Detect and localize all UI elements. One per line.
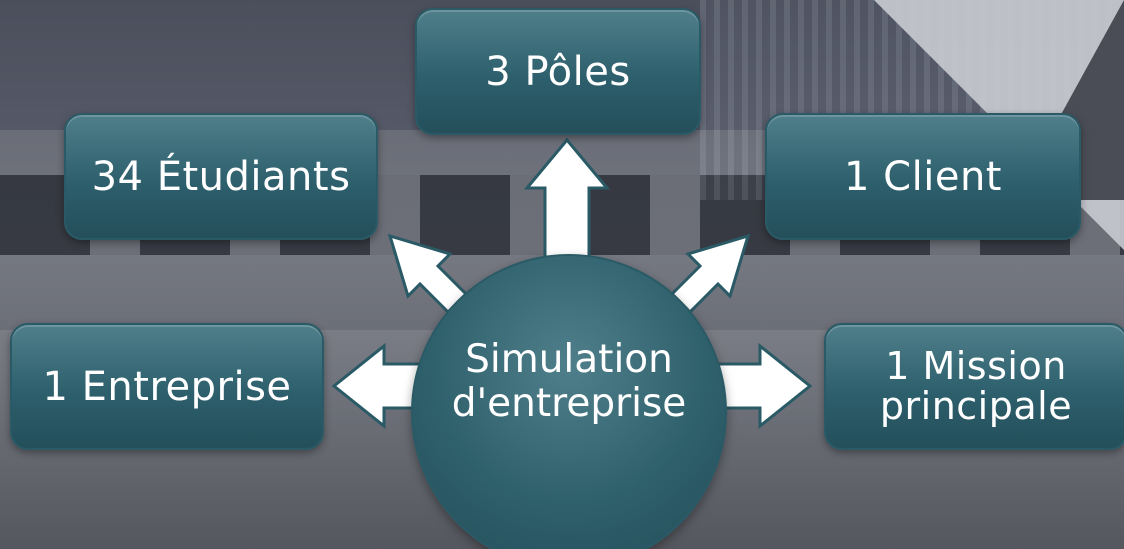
node-etudiants: 34 Étudiants xyxy=(64,113,378,240)
node-mission-label-line1: 1 Mission xyxy=(885,343,1067,388)
node-entreprise-label: 1 Entreprise xyxy=(42,363,292,410)
arrow-up-icon xyxy=(523,137,611,264)
arrow-up-right-icon xyxy=(669,233,751,315)
node-mission: 1 Mission principale xyxy=(824,323,1124,450)
node-client: 1 Client xyxy=(765,113,1081,240)
node-poles-label: 3 Pôles xyxy=(485,48,631,95)
node-etudiants-label: 34 Étudiants xyxy=(91,153,351,200)
node-entreprise: 1 Entreprise xyxy=(10,323,324,450)
arrow-right-icon xyxy=(714,342,813,430)
center-node-label-line2: d'entreprise xyxy=(451,380,687,426)
center-node-label-line1: Simulation xyxy=(465,337,673,382)
arrow-up-left-icon xyxy=(387,233,469,315)
node-poles: 3 Pôles xyxy=(415,8,701,135)
node-client-label: 1 Client xyxy=(844,153,1002,200)
node-mission-label-line2: principale xyxy=(879,383,1073,428)
center-node: Simulation d'entreprise xyxy=(411,254,727,549)
arrow-left-icon xyxy=(331,342,422,430)
